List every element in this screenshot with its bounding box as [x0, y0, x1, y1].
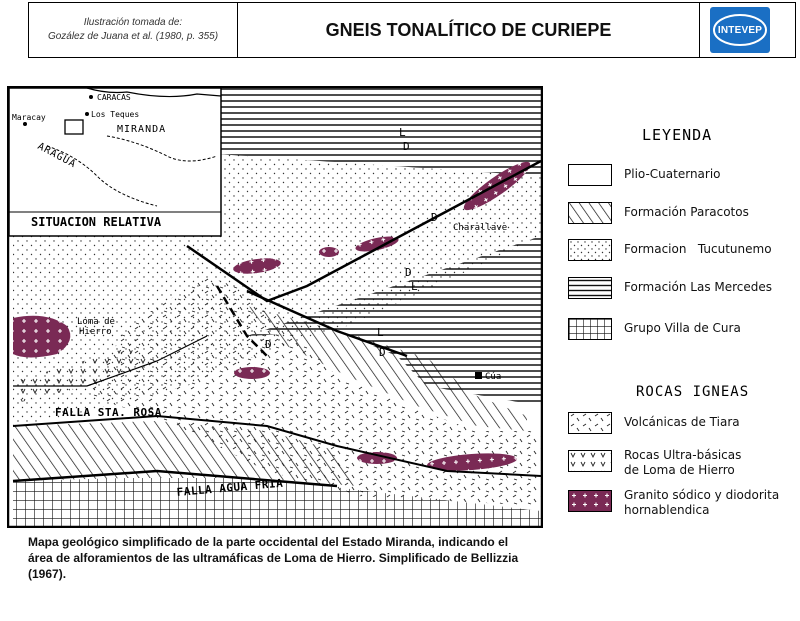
contact-line — [13, 335, 208, 387]
plus-pattern-swatch-icon — [568, 490, 612, 512]
source-credit: Ilustración tomada de: Gozález de Juana … — [29, 3, 238, 57]
v-pattern-swatch-icon — [568, 450, 612, 472]
las-mercedes-central-unit — [247, 236, 541, 406]
fault-mark-l-2: L — [411, 280, 418, 293]
label-miranda: MIRANDA — [117, 124, 166, 135]
dash-pattern-swatch-icon — [568, 412, 612, 434]
legend-label: Volcánicas de Tiara — [624, 415, 740, 429]
dashed-fault — [215, 285, 268, 357]
geologic-map: CARACAS Los Teques Maracay MIRANDA ARAGU… — [7, 86, 543, 528]
fault-mark-d-5: D — [265, 338, 272, 351]
study-area-box — [64, 119, 84, 135]
label-maracay: Maracay — [12, 113, 46, 122]
credit-line-2: Gozález de Juana et al. (1980, p. 355) — [47, 31, 219, 42]
granite-body-center — [234, 367, 270, 379]
legend-label: Granito sódico y diodorita hornablendica — [624, 488, 780, 517]
fault-line-central — [246, 289, 408, 358]
label-los-teques: Los Teques — [91, 110, 139, 119]
fault-mark-l-1: L — [399, 126, 406, 139]
paracotos-central-unit — [247, 306, 527, 431]
logo-text: INTEVEP — [717, 25, 763, 36]
cua-marker — [475, 372, 482, 379]
legend-label: Formación Paracotos — [624, 205, 749, 219]
figure-caption: Mapa geológico simplificado de la parte … — [28, 535, 519, 581]
label-loma-de-hierro-1: Loma de — [77, 317, 115, 327]
legend-label: Plio-Cuaternario — [624, 167, 721, 181]
fault-mark-l-3: L — [377, 326, 384, 339]
falla-sta-rosa-line — [12, 414, 542, 477]
legend-label: Formación Las Mercedes — [624, 280, 773, 294]
legend-title: LEYENDA — [642, 126, 713, 144]
page-title: GNEIS TONALÍTICO DE CURIEPE — [238, 3, 700, 57]
granite-body-charallave — [355, 236, 399, 252]
fault-mark-d-2: D — [431, 211, 438, 224]
label-charallave: Charallave — [453, 223, 507, 233]
blank-swatch-icon — [568, 164, 612, 186]
fault-mark-d-1: D — [403, 140, 410, 153]
tiara-volcanics-unit — [87, 276, 541, 506]
diagonal-hatch-swatch-icon — [568, 202, 612, 224]
igneous-title: ROCAS IGNEAS — [636, 384, 750, 400]
fault-mark-d-4: D — [379, 346, 386, 359]
intevep-logo: INTEVEP — [710, 7, 770, 53]
credit-line-1: Ilustración tomada de: — [83, 17, 183, 28]
granite-body-west — [233, 258, 281, 274]
logo-cell: INTEVEP — [700, 3, 795, 57]
inset-state-border — [46, 145, 158, 207]
legend-label: Rocas Ultra-básicas de Loma de Hierro — [624, 448, 742, 477]
map-legend: LEYENDA Plio-Cuaternario Formación Parac… — [560, 110, 800, 530]
granite-body-se — [427, 453, 517, 471]
label-cua: Cúa — [485, 372, 501, 382]
granite-body-south — [357, 452, 397, 464]
horizontal-lines-swatch-icon — [568, 277, 612, 299]
las-mercedes-north-unit — [217, 88, 541, 176]
label-caracas: CARACAS — [97, 93, 131, 102]
grid-swatch-icon — [568, 318, 612, 340]
legend-label: Grupo Villa de Cura — [624, 321, 741, 335]
legend-label: Formacion Tucutunemo — [624, 242, 772, 256]
granite-body-ne — [463, 161, 531, 211]
location-inset — [8, 87, 222, 237]
logo-arc-icon — [713, 14, 767, 46]
loma-de-hierro-ultrabasics-unit — [13, 348, 157, 404]
dotted-swatch-icon — [568, 239, 612, 261]
label-falla-sta-rosa: FALLA STA. ROSA — [55, 406, 162, 419]
header-bar: Ilustración tomada de: Gozález de Juana … — [28, 2, 796, 58]
falla-agua-fria-line — [12, 469, 338, 488]
los-teques-dot — [85, 112, 89, 116]
villa-de-cura-unit — [13, 478, 541, 526]
granite-body-loma — [13, 315, 71, 358]
inset-caption: SITUACION RELATIVA — [31, 215, 162, 229]
label-loma-de-hierro-2: Hierro — [79, 327, 112, 337]
caracas-dot — [89, 95, 93, 99]
granite-body-small — [319, 247, 339, 257]
fault-line-north — [186, 159, 542, 303]
inset-coastline — [86, 87, 222, 98]
fault-mark-d-3: D — [405, 266, 412, 279]
inset-state-border-2 — [106, 135, 218, 162]
maracay-dot — [23, 122, 27, 126]
paracotos-south-unit — [13, 421, 357, 486]
